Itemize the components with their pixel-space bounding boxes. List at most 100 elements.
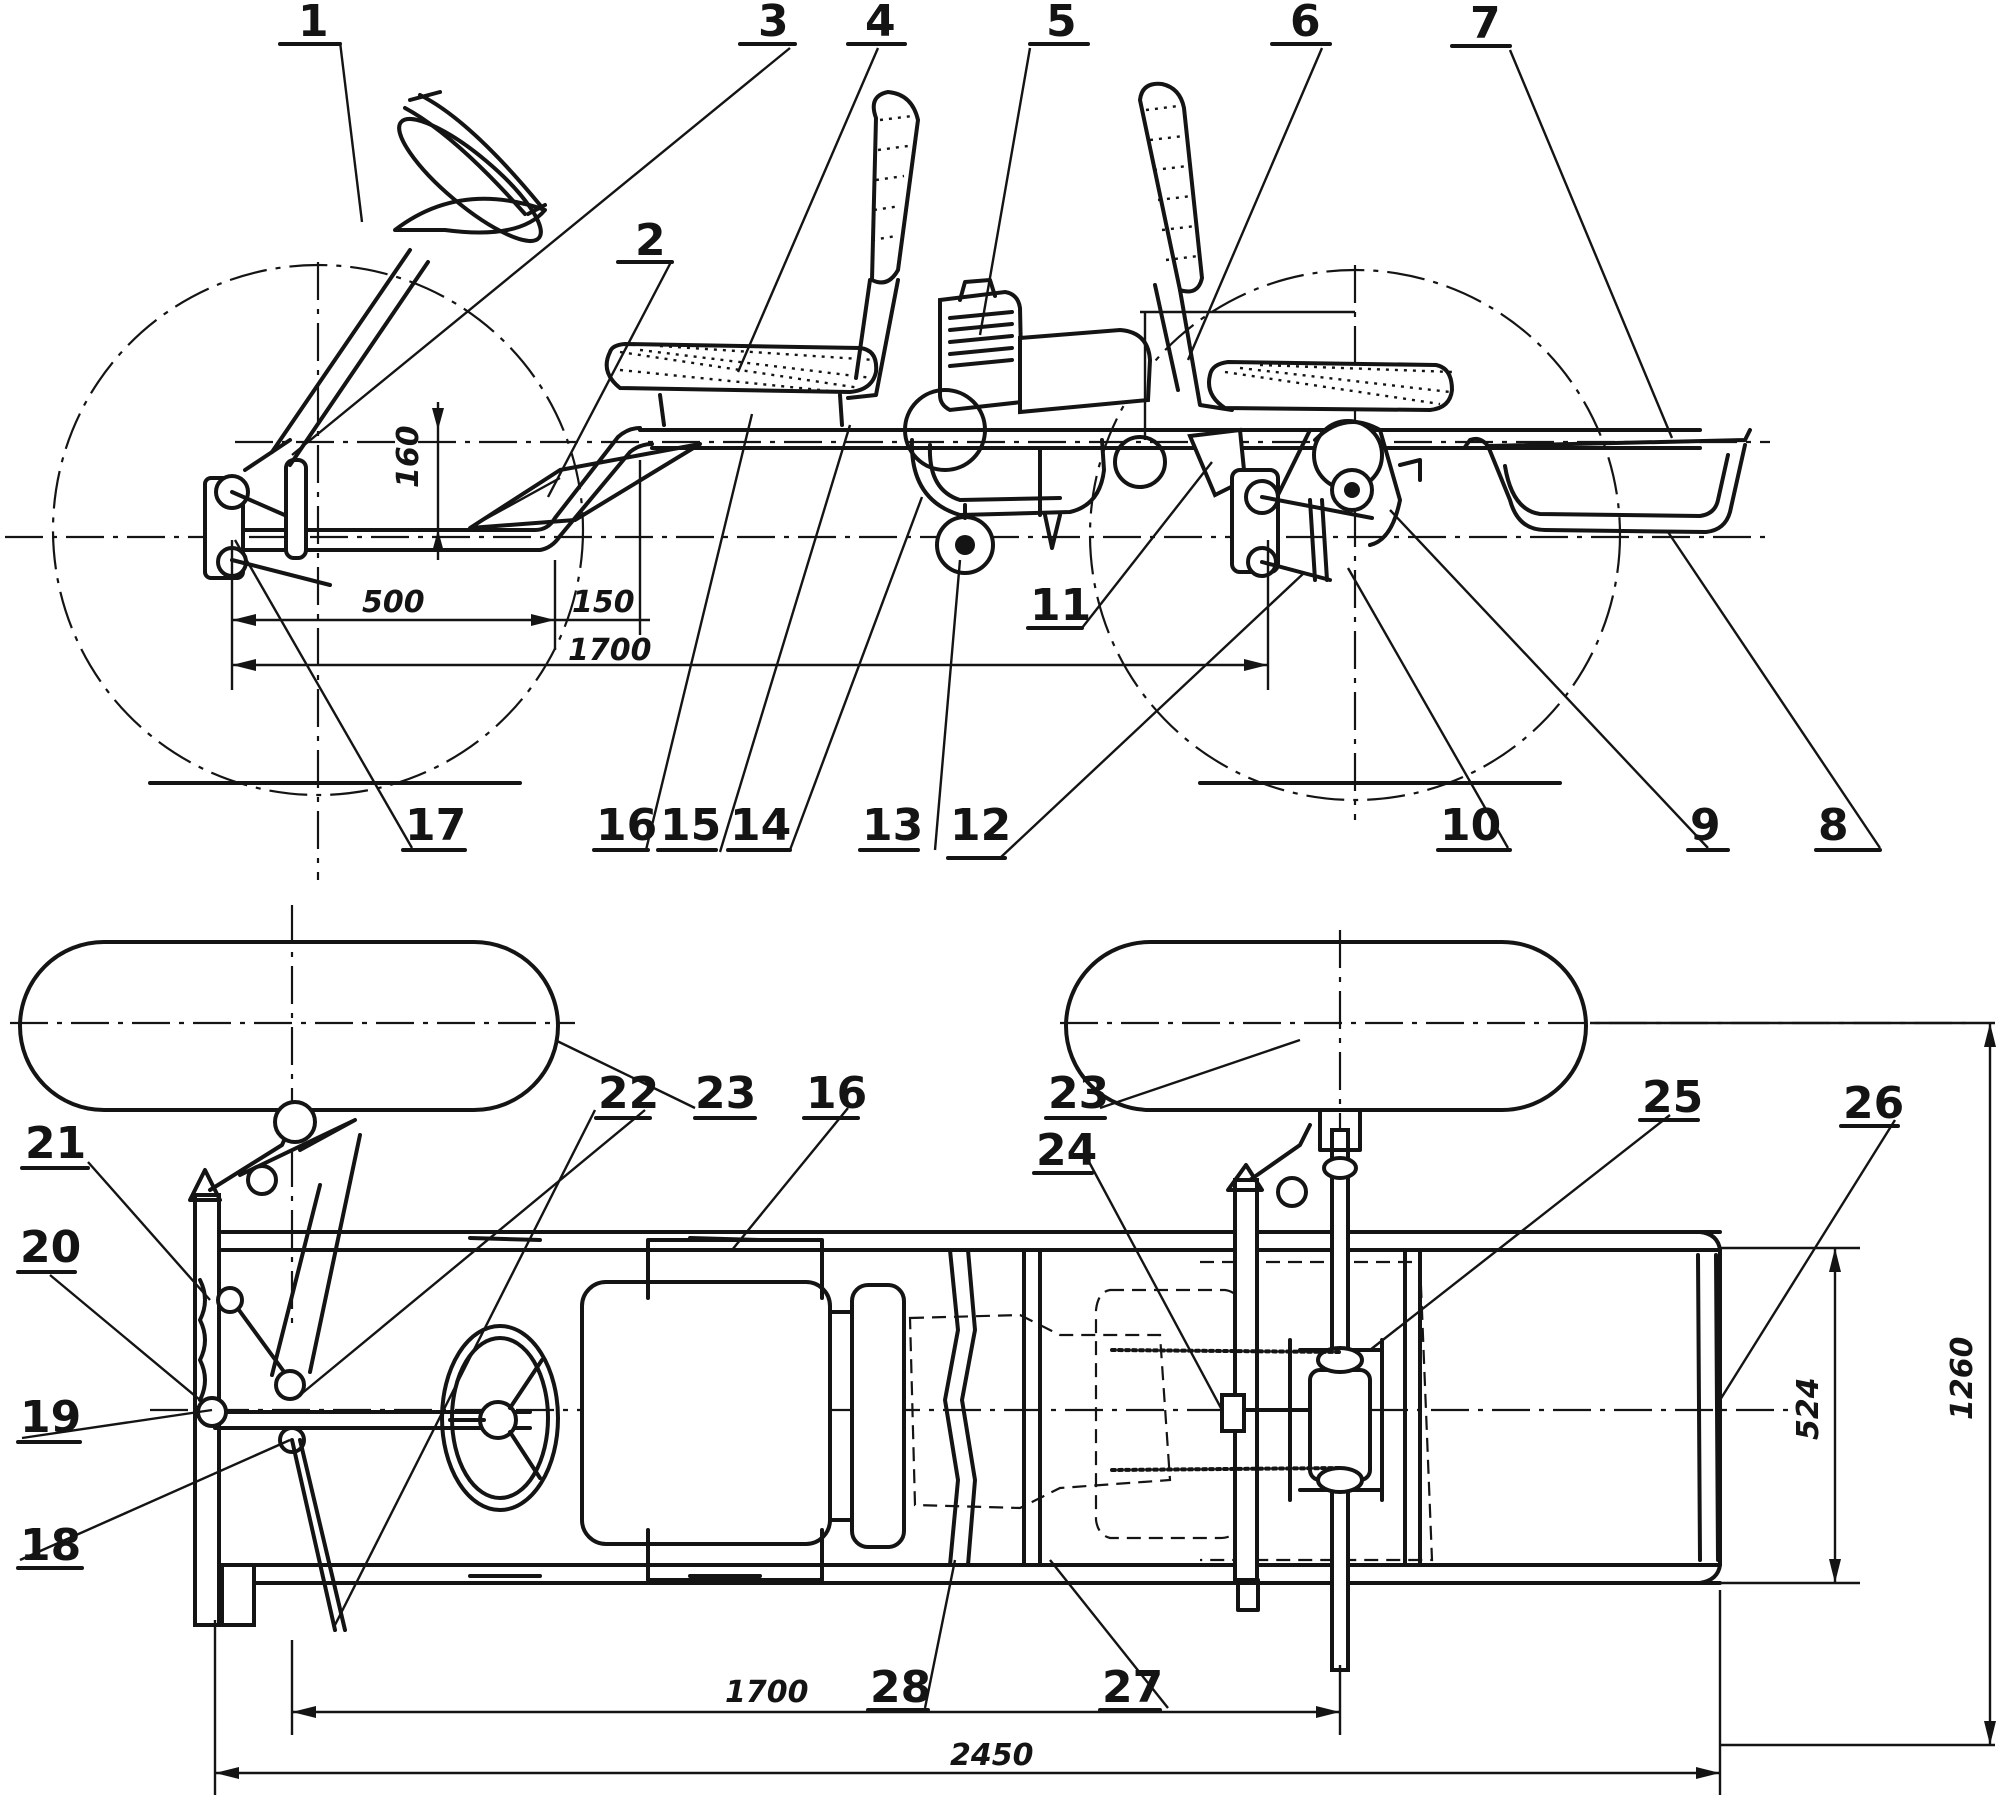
svg-text:28: 28: [870, 1662, 931, 1713]
engine: [903, 278, 1153, 550]
svg-text:20: 20: [20, 1222, 81, 1273]
dim-plan-1700: 1700: [725, 1675, 809, 1710]
svg-text:8: 8: [1818, 800, 1849, 851]
floor-pan: [468, 442, 702, 530]
rear-rack-inner: [1503, 453, 1730, 518]
callout-17: 17: [401, 800, 467, 852]
callout-10: 10: [1436, 800, 1512, 852]
svg-text:22: 22: [598, 1068, 659, 1119]
svg-text:12: 12: [950, 800, 1011, 851]
dim-1260: 1260: [1945, 1337, 1980, 1421]
front-wheel-plan: [18, 940, 560, 1112]
starter-roller-hub: [955, 535, 975, 555]
dim-500: 500: [362, 585, 425, 620]
svg-text:5: 5: [1046, 0, 1077, 47]
callout-labels: 1 3 4 5 6 7 2 11 17 16 15 14 13 12 10 9 …: [16, 0, 1904, 1713]
callout-13: 13: [858, 800, 923, 852]
svg-text:4: 4: [865, 0, 896, 47]
rear-frame-dash: [1200, 1260, 1434, 1562]
svg-text:17: 17: [405, 800, 466, 851]
callout-5: 5: [1028, 0, 1090, 47]
svg-text:9: 9: [1690, 800, 1721, 851]
svg-text:26: 26: [1843, 1078, 1904, 1129]
svg-text:1: 1: [298, 0, 329, 47]
callout-8: 8: [1814, 800, 1882, 852]
callout-25: 25: [1638, 1072, 1703, 1123]
front-frame-tube: [226, 426, 642, 532]
callout-16-plan: 16: [802, 1068, 867, 1120]
callout-7: 7: [1450, 0, 1512, 49]
callout-16: 16: [592, 800, 657, 852]
svg-text:24: 24: [1036, 1125, 1097, 1176]
svg-text:7: 7: [1470, 0, 1501, 49]
gearbox-plan-outline: [1094, 1288, 1242, 1540]
front-seat: [604, 89, 921, 427]
steering-column: [270, 90, 547, 467]
svg-text:14: 14: [730, 800, 791, 851]
front-spindle-assembly: [203, 438, 332, 587]
callout-18: 18: [16, 1520, 84, 1571]
seat-plan: [580, 1280, 832, 1546]
dim-side-1700: 1700: [568, 633, 652, 668]
dim-150: 150: [572, 585, 635, 620]
callout-21: 21: [20, 1118, 90, 1170]
svg-text:23: 23: [1048, 1068, 1109, 1119]
svg-text:2: 2: [635, 215, 666, 266]
frame-rails: [220, 1230, 1722, 1585]
callout-6: 6: [1270, 0, 1332, 47]
callout-27: 27: [1098, 1662, 1163, 1713]
plan-dimensions: [213, 1021, 1996, 1795]
callout-14: 14: [726, 800, 792, 852]
engine-plan-outline: [908, 1313, 1172, 1510]
callout-24: 24: [1032, 1125, 1097, 1176]
seat-plan-brackets: [646, 1238, 824, 1582]
svg-text:3: 3: [758, 0, 789, 47]
svg-text:19: 19: [20, 1392, 81, 1443]
front-steering-linkage: [188, 1100, 532, 1632]
svg-text:27: 27: [1102, 1662, 1163, 1713]
fuel-tank-plan: [850, 1283, 906, 1549]
callout-20: 20: [16, 1222, 81, 1274]
svg-text:10: 10: [1440, 800, 1501, 851]
svg-text:6: 6: [1290, 0, 1321, 47]
callout-4: 4: [846, 0, 907, 47]
floor-pan-hatch: [479, 476, 561, 524]
callout-3: 3: [738, 0, 797, 47]
rear-rack: [1463, 428, 1752, 534]
svg-text:16: 16: [596, 800, 657, 851]
rear-axle-assembly: [1113, 419, 1422, 582]
callout-22: 22: [594, 1068, 659, 1120]
side-leader-lines: [233, 41, 1881, 859]
svg-text:18: 18: [20, 1520, 81, 1571]
dim-160: 160: [391, 425, 426, 488]
plan-leader-lines: [19, 1038, 1897, 1709]
front-frame-tube-upper: [226, 442, 654, 552]
callout-11: 11: [1026, 580, 1091, 631]
svg-text:25: 25: [1642, 1072, 1703, 1123]
callout-12: 12: [946, 800, 1011, 860]
crossmember-bent: [943, 1248, 977, 1567]
svg-text:16: 16: [806, 1068, 867, 1119]
callout-23-front: 23: [693, 1068, 757, 1120]
svg-text:13: 13: [862, 800, 923, 851]
callout-9: 9: [1686, 800, 1730, 852]
callout-28: 28: [866, 1662, 931, 1713]
callout-15: 15: [656, 800, 721, 852]
rear-seat: [1137, 81, 1455, 413]
callout-2: 2: [616, 215, 674, 266]
callout-19: 19: [16, 1392, 82, 1444]
dim-2450: 2450: [950, 1738, 1034, 1773]
callout-23-rear: 23: [1044, 1068, 1109, 1120]
svg-text:15: 15: [660, 800, 721, 851]
rear-drive-assembly: [1110, 1108, 1384, 1672]
rear-wheel-plan: [1064, 940, 1588, 1112]
svg-text:21: 21: [25, 1118, 86, 1169]
svg-text:11: 11: [1030, 580, 1091, 631]
svg-text:23: 23: [695, 1068, 756, 1119]
side-view: 160 500 150 1700: [5, 41, 1881, 880]
callout-1: 1: [278, 0, 342, 47]
dim-524: 524: [1791, 1377, 1826, 1440]
plan-view: 524 1260 1700 2450: [10, 905, 1996, 1795]
steering-wheel-plan: [440, 1324, 560, 1512]
